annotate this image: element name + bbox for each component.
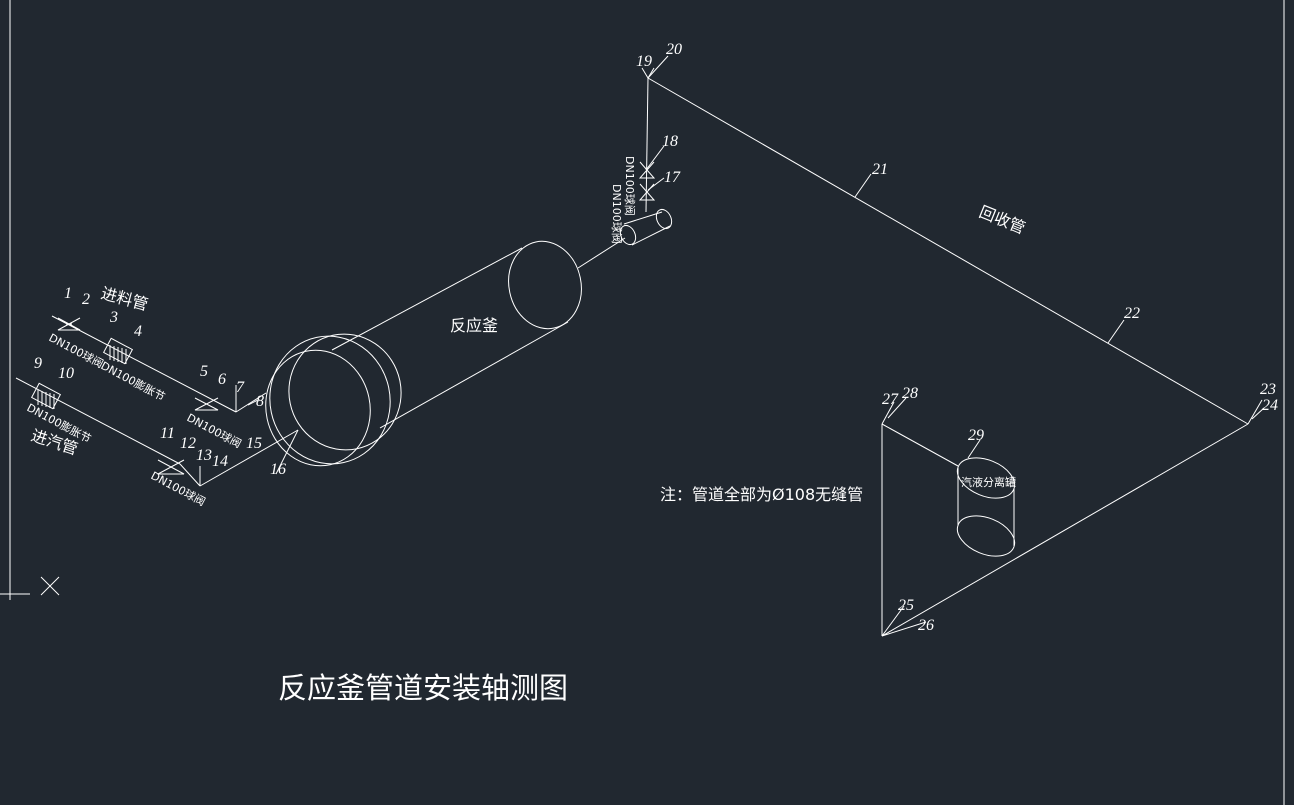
steam-pipe	[15, 377, 299, 487]
point-number: 8	[256, 393, 264, 410]
point-number: 25	[898, 597, 914, 614]
feed-valve-b-icon	[194, 397, 219, 411]
point-number: 21	[872, 161, 888, 178]
point-number: 7	[236, 379, 245, 396]
ucs-cross-icon	[0, 576, 60, 596]
leader-8	[247, 399, 259, 406]
point-number: 13	[196, 447, 212, 464]
feed-valve-a-label: DN100球阀	[47, 330, 106, 370]
riser-valve-b-label: DN100球阀	[610, 184, 624, 244]
feed-joint-label: DN100膨胀节	[99, 358, 168, 404]
point-number: 15	[246, 435, 262, 452]
point-number: 16	[270, 461, 286, 478]
return-pipe	[647, 77, 1265, 425]
reactor-vessel	[265, 240, 582, 467]
feed-pipe	[51, 315, 267, 413]
point-number: 19	[636, 53, 652, 70]
riser-valve-b-icon	[638, 161, 656, 179]
point-number: 24	[1262, 397, 1278, 414]
point-number: 5	[200, 363, 208, 380]
leader-18	[645, 145, 665, 171]
point-number: 1	[64, 285, 72, 302]
pipe-note: 注：管道全部为Ø108无缝管	[660, 485, 863, 504]
point-number: 9	[34, 355, 42, 372]
feed-valve-a-icon	[57, 317, 81, 331]
return-to-separator-pipe	[881, 397, 1249, 637]
point-number: 4	[134, 323, 142, 340]
steam-expansion-joint-icon	[30, 382, 62, 410]
gas-liquid-separator-tank	[956, 439, 1016, 557]
return-pipe-label: 回收管	[977, 202, 1029, 238]
point-number: 6	[218, 371, 226, 388]
point-number: 28	[902, 385, 918, 402]
point-number: 2	[82, 291, 90, 308]
point-number: 27	[882, 391, 899, 408]
drawing-title: 反应釜管道安装轴测图	[278, 671, 568, 705]
steam-valve-icon	[157, 459, 185, 475]
leader-17	[647, 177, 665, 191]
point-number: 10	[58, 365, 74, 382]
vertical-riser	[645, 77, 649, 213]
vessel-label: 反应釜	[450, 316, 498, 335]
point-number: 14	[212, 453, 228, 470]
point-number: 17	[664, 169, 681, 186]
point-number: 29	[968, 427, 984, 444]
point-number: 22	[1124, 305, 1140, 322]
point-number: 11	[160, 425, 175, 442]
separator-label: 汽液分离罐	[961, 475, 1016, 489]
riser-valve-a-label: DN100球阀	[623, 156, 637, 216]
point-number: 12	[180, 435, 196, 452]
riser-valve-a-icon	[638, 183, 656, 201]
feed-pipe-label: 进料管	[99, 284, 150, 315]
point-number: 18	[662, 133, 678, 150]
feed-expansion-joint-icon	[102, 337, 134, 365]
point-number: 20	[666, 41, 682, 58]
point-number: 26	[918, 617, 934, 634]
point-number: 23	[1260, 381, 1276, 398]
top-nozzle	[577, 208, 673, 269]
point-number: 3	[109, 309, 118, 326]
